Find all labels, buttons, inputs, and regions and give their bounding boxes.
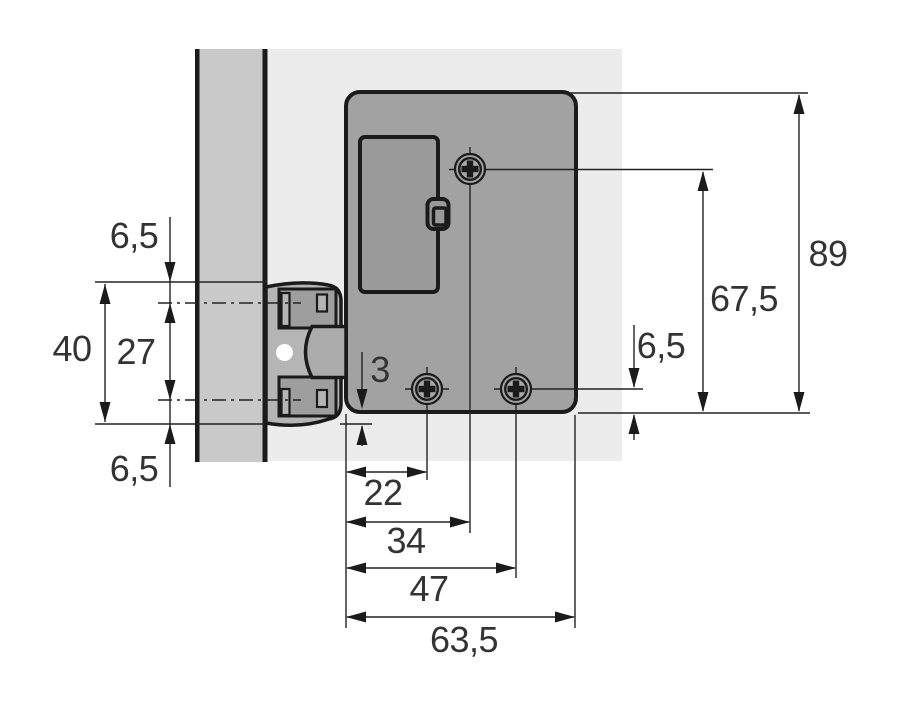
dim-label-hole-left: 22: [363, 472, 403, 513]
latch-hook: [425, 197, 451, 231]
dimension-arrows: [99, 94, 805, 623]
dim-label-hinge-bottom-offset: 6,5: [109, 448, 159, 489]
dim-label-hinge-height: 40: [52, 328, 92, 369]
dim-label-case-height: 89: [808, 233, 848, 274]
dim-label-bottom-hole-height: 6,5: [636, 325, 686, 366]
dim-label-hinge-top-offset: 6,5: [109, 215, 159, 256]
hinge: [264, 281, 348, 427]
dim-label-case-width: 63,5: [429, 619, 499, 660]
dim-label-hole-center: 34: [386, 520, 426, 561]
dim-label-hinge-hole-spacing: 27: [116, 331, 156, 372]
screw-bottom-right: [499, 372, 533, 406]
dim-label-hole-right: 47: [409, 568, 449, 609]
hinge-arm-block: [303, 324, 348, 380]
screw-bottom-left: [410, 372, 444, 406]
hinge-pivot-hole: [276, 344, 293, 361]
dim-label-case-edge-gap: 3: [370, 349, 390, 390]
side-panel-edge: [195, 49, 268, 462]
screw-top: [453, 152, 487, 186]
dim-label-top-hole-height: 67,5: [709, 278, 779, 319]
